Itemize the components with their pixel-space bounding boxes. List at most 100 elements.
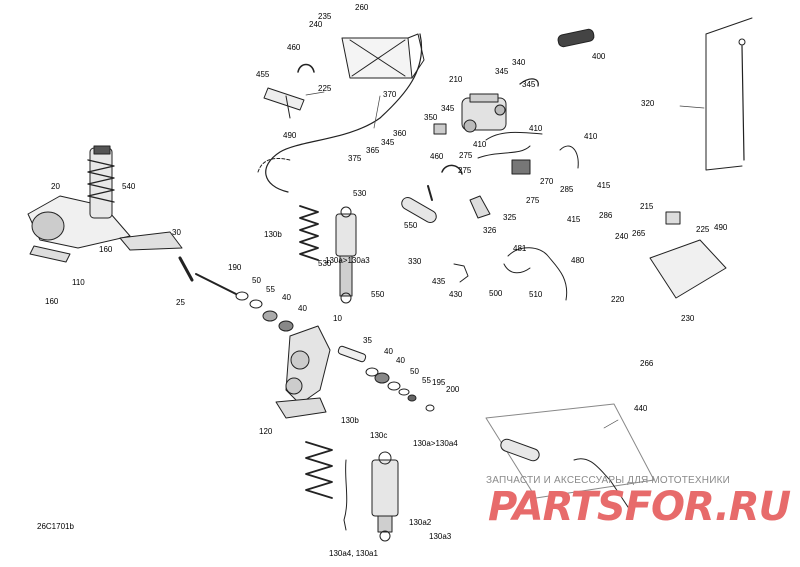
shock-130a-top [335, 206, 357, 304]
callout-365: 365 [366, 146, 380, 155]
callout-370: 370 [383, 90, 397, 99]
callout-350: 350 [424, 113, 438, 122]
callout-285: 285 [560, 185, 574, 194]
bracket-260 [341, 33, 425, 79]
callout-550-a: 550 [404, 221, 418, 230]
air-hose-370 [265, 33, 423, 193]
callout-510: 510 [529, 290, 543, 299]
callout-345-a: 345 [495, 67, 509, 76]
callout-530-a: 530 [353, 189, 367, 198]
callout-130b-top: 130b [264, 230, 282, 239]
callout-120: 120 [259, 427, 273, 436]
callout-345-d: 345 [381, 138, 395, 147]
callout-550-b: 550 [371, 290, 385, 299]
callout-400: 400 [592, 52, 606, 61]
callout-130a4-130a1: 130a4, 130a1 [329, 549, 378, 558]
shock-540 [87, 145, 115, 219]
callout-30: 30 [172, 228, 181, 237]
callout-110: 110 [72, 278, 85, 287]
callout-190: 190 [228, 263, 242, 272]
callout-130a2: 130a2 [409, 518, 432, 527]
callout-215: 215 [640, 202, 654, 211]
callout-160-b: 160 [45, 297, 59, 306]
callout-265: 265 [632, 229, 646, 238]
callout-240-b: 240 [615, 232, 629, 241]
callout-266: 266 [640, 359, 654, 368]
callout-481: 481 [513, 244, 527, 253]
callout-195: 195 [432, 378, 446, 387]
mounting-plate-220 [649, 239, 727, 299]
callout-275-b: 275 [458, 166, 472, 175]
callout-210: 210 [449, 75, 463, 84]
callout-50-a: 50 [252, 276, 261, 285]
callout-55-b: 55 [422, 376, 431, 385]
bracket-10 [285, 325, 331, 405]
callout-160-a: 160 [99, 245, 113, 254]
callout-200: 200 [446, 385, 460, 394]
callout-270: 270 [540, 177, 554, 186]
spring-130b-top [299, 205, 319, 261]
callout-360: 360 [393, 129, 407, 138]
callout-490-b: 490 [714, 223, 728, 232]
callout-415-a: 415 [597, 181, 611, 190]
callout-325: 325 [503, 213, 517, 222]
bracket-455 [263, 87, 305, 119]
callout-326: 326 [483, 226, 497, 235]
callout-540: 540 [122, 182, 136, 191]
callout-130c: 130c [370, 431, 388, 440]
watermark-logo: PARTSFOR.RU [488, 484, 791, 530]
callout-340: 340 [512, 58, 526, 67]
callout-275-a: 275 [459, 151, 473, 160]
callout-455: 455 [256, 70, 270, 79]
diagram-id: 26C1701b [37, 522, 74, 531]
callout-35: 35 [363, 336, 372, 345]
callout-260: 260 [355, 3, 369, 12]
callout-225: 225 [318, 84, 332, 93]
muffler-400 [557, 28, 595, 48]
callout-25: 25 [176, 298, 185, 307]
callout-500: 500 [489, 289, 503, 298]
callout-130a-top: 130a>130a3 [325, 256, 370, 265]
clamp-460-top [297, 63, 315, 73]
callout-235: 235 [318, 12, 332, 21]
callout-40-b: 40 [298, 304, 307, 313]
callout-40-c: 40 [384, 347, 393, 356]
callout-275-c: 275 [526, 196, 540, 205]
watermark-tagline: ЗАПЧАСТИ И АКСЕССУАРЫ ДЛЯ МОТОТЕХНИКИ [486, 475, 731, 486]
callout-130a3: 130a3 [429, 532, 452, 541]
callout-330: 330 [408, 257, 422, 266]
callout-410-c: 410 [473, 140, 487, 149]
callout-345-c: 345 [441, 104, 455, 113]
callout-480: 480 [571, 256, 585, 265]
callout-530-b: 530 [318, 259, 332, 268]
spring-130b-bottom [305, 441, 333, 499]
callout-490: 490 [283, 131, 297, 140]
callout-40-d: 40 [396, 356, 405, 365]
callout-435: 435 [432, 277, 446, 286]
callout-320: 320 [641, 99, 655, 108]
callout-410-b: 410 [584, 132, 598, 141]
callout-375: 375 [348, 154, 362, 163]
callout-460-b: 460 [430, 152, 444, 161]
callout-415-b: 415 [567, 215, 581, 224]
callout-230: 230 [681, 314, 695, 323]
callout-130b-bottom: 130b [341, 416, 359, 425]
shock-130a-bottom [371, 451, 399, 542]
callout-460: 460 [287, 43, 301, 52]
callout-10: 10 [333, 314, 342, 323]
compressor-210 [461, 93, 507, 133]
callout-20: 20 [51, 182, 60, 191]
callout-40-a: 40 [282, 293, 291, 302]
callout-430: 430 [449, 290, 463, 299]
callout-410-a: 410 [529, 124, 543, 133]
callout-55-a: 55 [266, 285, 275, 294]
callout-225-b: 225 [696, 225, 710, 234]
callout-440: 440 [634, 404, 648, 413]
callout-240: 240 [309, 20, 323, 29]
callout-220: 220 [611, 295, 625, 304]
swing-arm-20 [27, 195, 131, 263]
callout-130a-bottom: 130a>130a4 [413, 439, 458, 448]
callout-50-b: 50 [410, 367, 419, 376]
